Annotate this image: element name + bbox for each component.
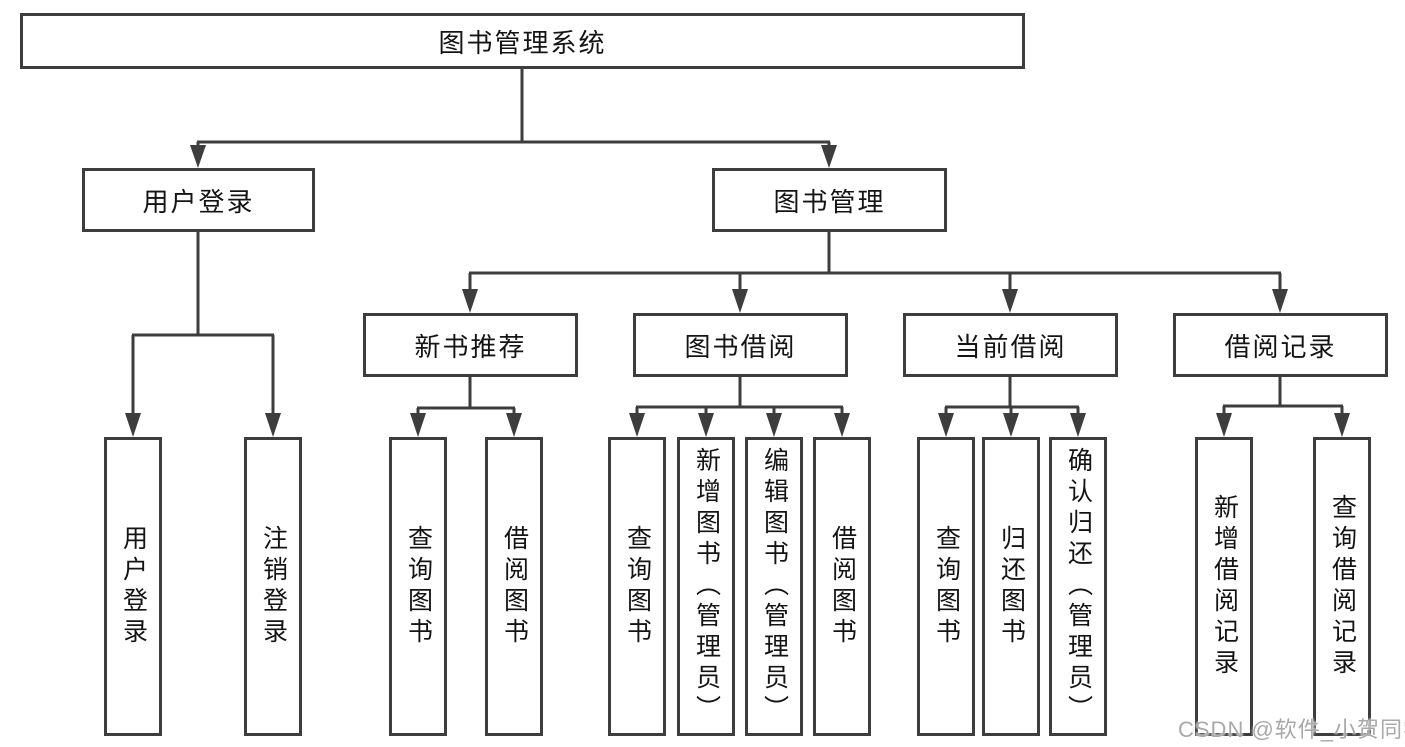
arrow-down-icon [1070, 413, 1086, 437]
leaf-current-query-books: 查询图书 [917, 437, 975, 736]
leaf-borrowing-add-books-admin-label: 新增图书（管理员） [692, 447, 721, 726]
leaf-newbook-query-books: 查询图书 [389, 437, 447, 736]
node-user-login-branch: 用户登录 [82, 168, 315, 232]
arrow-down-icon [462, 289, 478, 313]
leaf-borrowing-query-books-label: 查询图书 [623, 524, 652, 649]
leaf-logout-label: 注销登录 [259, 524, 288, 649]
node-root: 图书管理系统 [20, 13, 1025, 69]
leaf-newbook-query-books-label: 查询图书 [404, 524, 433, 649]
leaf-current-return-books-label: 归还图书 [997, 524, 1026, 649]
arrow-down-icon [698, 413, 714, 437]
leaf-records-query-record: 查询借阅记录 [1313, 437, 1371, 736]
leaf-current-return-books: 归还图书 [982, 437, 1040, 736]
leaf-borrowing-edit-books-admin: 编辑图书（管理员） [745, 437, 803, 736]
leaf-current-query-books-label: 查询图书 [932, 524, 961, 649]
leaf-borrowing-edit-books-admin-label: 编辑图书（管理员） [760, 447, 789, 726]
leaf-borrowing-query-books: 查询图书 [608, 437, 666, 736]
node-borrow-records-label: 借阅记录 [1224, 331, 1337, 362]
leaf-records-add-record: 新增借阅记录 [1195, 437, 1253, 736]
node-book-borrowing-label: 图书借阅 [684, 331, 797, 362]
arrow-down-icon [190, 145, 206, 168]
leaf-borrowing-borrow-books-label: 借阅图书 [828, 524, 857, 649]
arrow-down-icon [410, 413, 426, 437]
arrow-down-icon [732, 289, 748, 313]
connector-newbook-to-leaves [416, 377, 516, 414]
node-book-management-branch: 图书管理 [712, 168, 947, 232]
arrow-down-icon [834, 413, 850, 437]
arrow-down-icon [766, 413, 782, 437]
arrow-down-icon [1334, 413, 1350, 437]
connector-borrow-to-leaves [635, 377, 844, 414]
leaf-user-login-label: 用户登录 [119, 524, 148, 649]
node-book-borrowing: 图书借阅 [633, 313, 848, 377]
connector-login-to-leaves [131, 232, 275, 414]
csdn-watermark: CSDN @软件_小贺同学 [1178, 717, 1405, 742]
leaf-borrowing-borrow-books: 借阅图书 [813, 437, 871, 736]
node-current-borrowing-label: 当前借阅 [954, 331, 1067, 362]
arrow-down-icon [1216, 413, 1232, 437]
node-root-label: 图书管理系统 [438, 27, 607, 58]
arrow-down-icon [265, 413, 281, 437]
arrow-down-icon [1272, 289, 1288, 313]
node-new-book-recommend: 新书推荐 [363, 313, 578, 377]
arrow-down-icon [1002, 289, 1018, 313]
leaf-records-add-record-label: 新增借阅记录 [1210, 493, 1239, 680]
leaf-current-confirm-return-admin: 确认归还（管理员） [1049, 437, 1107, 736]
leaf-records-query-record-label: 查询借阅记录 [1328, 493, 1357, 680]
arrow-down-icon [125, 413, 141, 437]
arrow-down-icon [1003, 413, 1019, 437]
connector-root-to-level1 [196, 69, 831, 147]
node-current-borrowing: 当前借阅 [903, 313, 1118, 377]
arrow-down-icon [821, 145, 837, 168]
node-borrow-records: 借阅记录 [1173, 313, 1388, 377]
leaf-borrowing-add-books-admin: 新增图书（管理员） [677, 437, 735, 736]
node-user-login-branch-label: 用户登录 [142, 186, 255, 217]
leaf-newbook-borrow-books: 借阅图书 [485, 437, 543, 736]
arrow-down-icon [629, 413, 645, 437]
connector-records-to-leaves [1222, 377, 1344, 414]
leaf-logout: 注销登录 [244, 437, 302, 736]
leaf-newbook-borrow-books-label: 借阅图书 [500, 524, 529, 649]
node-new-book-recommend-label: 新书推荐 [414, 331, 527, 362]
leaf-current-confirm-return-admin-label: 确认归还（管理员） [1064, 447, 1093, 726]
arrow-down-icon [506, 413, 522, 437]
node-book-management-branch-label: 图书管理 [773, 186, 886, 217]
connector-mgmt-to-level2 [468, 232, 1282, 290]
connector-current-to-leaves [944, 377, 1080, 414]
leaf-user-login: 用户登录 [104, 437, 162, 736]
arrow-down-icon [938, 413, 954, 437]
